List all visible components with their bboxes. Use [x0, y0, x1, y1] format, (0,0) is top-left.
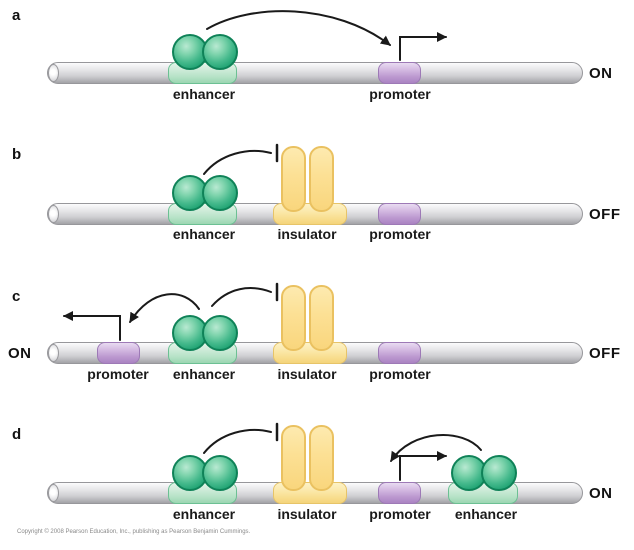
- gene-state-a: ON: [589, 65, 613, 82]
- gene-state-d: ON: [589, 485, 613, 502]
- insulator-protein-b-right: [309, 146, 334, 212]
- inhibition-arrow-c: [211, 287, 272, 307]
- enhancer-label-d-right: enhancer: [454, 506, 518, 522]
- promoter-label-c-left: promoter: [87, 366, 149, 382]
- transcription-arrow-a: [399, 32, 447, 61]
- panel-a-letter: a: [12, 7, 21, 24]
- dna-end-cap-c: [48, 344, 59, 362]
- activator-protein-c-right: [202, 315, 238, 351]
- promoter-label-d: promoter: [369, 506, 431, 522]
- promoter-label-a: promoter: [369, 86, 431, 102]
- promoter-segment-b: [378, 203, 421, 225]
- panel-c-letter: c: [12, 288, 21, 305]
- panel-d-letter: d: [12, 426, 22, 443]
- insulator-protein-c-left: [281, 285, 306, 351]
- insulator-protein-c-right: [309, 285, 334, 351]
- dna-end-cap-a: [48, 64, 59, 82]
- enhancer-label-a: enhancer: [172, 86, 236, 102]
- transcription-arrow-c: [63, 311, 121, 341]
- insulator-protein-d-right: [309, 425, 334, 491]
- gene-state-c-right: OFF: [589, 345, 621, 362]
- activator-protein-b-right: [202, 175, 238, 211]
- promoter-segment-c-right: [378, 342, 421, 364]
- activator-protein-d-right2: [481, 455, 517, 491]
- insulator-label-d: insulator: [277, 506, 337, 522]
- insulator-label-b: insulator: [277, 226, 337, 242]
- promoter-segment-c-left: [97, 342, 140, 364]
- gene-state-c-left: ON: [8, 345, 32, 362]
- panel-b-letter: b: [12, 146, 22, 163]
- enhancer-label-d-left: enhancer: [172, 506, 236, 522]
- insulator-protein-d-left: [281, 425, 306, 491]
- activator-protein-d-left2: [202, 455, 238, 491]
- copyright-text: Copyright © 2008 Pearson Education, Inc.…: [17, 529, 251, 535]
- inhibition-arrow-d: [203, 428, 272, 454]
- dna-strand-a: [47, 62, 583, 84]
- activator-protein-a-right: [202, 34, 238, 70]
- transcription-arrow-d: [399, 451, 447, 481]
- promoter-label-c-right: promoter: [369, 366, 431, 382]
- gene-state-b: OFF: [589, 206, 621, 223]
- inhibition-arrow-b: [203, 149, 272, 175]
- enhancer-label-c: enhancer: [172, 366, 236, 382]
- enhancer-label-b: enhancer: [172, 226, 236, 242]
- activation-arrow-a: [206, 10, 391, 46]
- promoter-segment-d: [378, 482, 421, 504]
- promoter-label-b: promoter: [369, 226, 431, 242]
- dna-end-cap-b: [48, 205, 59, 223]
- insulator-label-c: insulator: [277, 366, 337, 382]
- insulator-protein-b-left: [281, 146, 306, 212]
- promoter-segment-a: [378, 62, 421, 84]
- dna-end-cap-d: [48, 484, 59, 502]
